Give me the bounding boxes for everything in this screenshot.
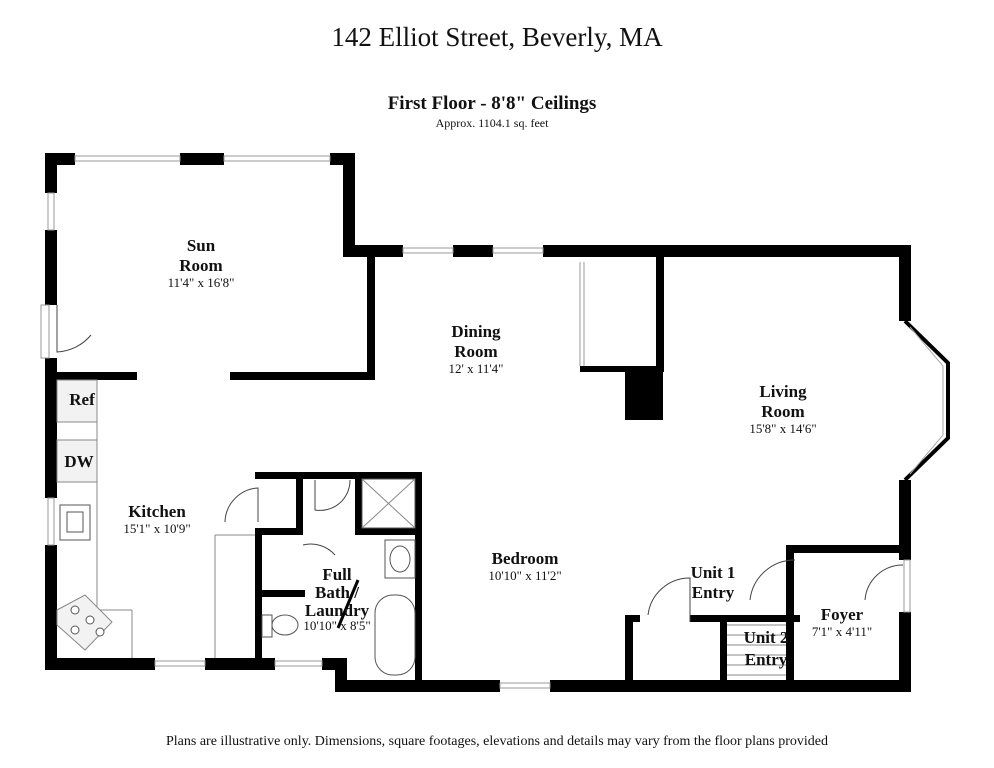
room-sun-room: Sun Room 11'4" x 16'8" bbox=[168, 236, 235, 290]
bath-name-3: Laundry bbox=[305, 601, 370, 620]
property-address-title: 142 Elliot Street, Beverly, MA bbox=[331, 22, 663, 52]
doors bbox=[40, 262, 904, 622]
bath-dims: 10'10" x 8'5" bbox=[303, 618, 370, 633]
exterior-walls bbox=[45, 153, 911, 692]
stove bbox=[56, 594, 113, 651]
kitchen-dims: 15'1" x 10'9" bbox=[123, 521, 190, 536]
room-foyer: Foyer 7'1" x 4'11" bbox=[812, 605, 872, 639]
disclaimer-text: Plans are illustrative only. Dimensions,… bbox=[166, 734, 828, 749]
sun-room-name-2: Room bbox=[179, 256, 222, 275]
sun-room-dims: 11'4" x 16'8" bbox=[168, 275, 235, 290]
bedroom-name: Bedroom bbox=[492, 549, 559, 568]
unit2-entry-name-2: Entry bbox=[745, 650, 788, 669]
unit1-entry-name-1: Unit 1 bbox=[691, 563, 736, 582]
room-unit2-entry: Unit 2 Entry bbox=[744, 628, 789, 669]
dining-room-name-2: Room bbox=[454, 342, 497, 361]
dishwasher bbox=[56, 439, 98, 483]
room-kitchen: Kitchen 15'1" x 10'9" bbox=[123, 502, 190, 536]
unit2-stairs bbox=[727, 624, 786, 676]
living-room-name-2: Room bbox=[761, 402, 804, 421]
unit2-entry-name-1: Unit 2 bbox=[744, 628, 789, 647]
dining-room-dims: 12' x 11'4" bbox=[448, 361, 503, 376]
interior-walls bbox=[45, 257, 911, 690]
bath-name-1: Full bbox=[322, 565, 352, 584]
room-unit1-entry: Unit 1 Entry bbox=[691, 563, 736, 602]
room-dining-room: Dining Room 12' x 11'4" bbox=[448, 322, 503, 376]
kitchen-fixtures bbox=[56, 379, 255, 658]
refrigerator bbox=[56, 379, 98, 423]
dishwasher-label: DW bbox=[64, 452, 93, 471]
foyer-name: Foyer bbox=[821, 605, 864, 624]
floor-area: Approx. 1104.1 sq. feet bbox=[436, 116, 550, 130]
room-living-room: Living Room 15'8" x 14'6" bbox=[749, 382, 816, 436]
sun-room-name-1: Sun bbox=[187, 236, 216, 255]
dining-room-name-1: Dining bbox=[451, 322, 501, 341]
living-room-dims: 15'8" x 14'6" bbox=[749, 421, 816, 436]
bedroom-dims: 10'10" x 11'2" bbox=[488, 568, 561, 583]
bath-fixtures bbox=[261, 478, 416, 676]
living-room-name-1: Living bbox=[759, 382, 807, 401]
room-bath-laundry: Full Bath / Laundry 10'10" x 8'5" bbox=[303, 565, 370, 633]
bathtub bbox=[374, 594, 416, 676]
refrigerator-label: Ref bbox=[69, 390, 95, 409]
room-bedroom: Bedroom 10'10" x 11'2" bbox=[488, 549, 561, 583]
toilet bbox=[271, 614, 299, 636]
unit1-entry-name-2: Entry bbox=[692, 583, 735, 602]
floor-title: First Floor - 8'8" Ceilings bbox=[388, 93, 597, 114]
bath-name-2: Bath / bbox=[315, 583, 359, 602]
kitchen-name: Kitchen bbox=[128, 502, 186, 521]
windows bbox=[47, 155, 950, 689]
foyer-dims: 7'1" x 4'11" bbox=[812, 624, 872, 639]
